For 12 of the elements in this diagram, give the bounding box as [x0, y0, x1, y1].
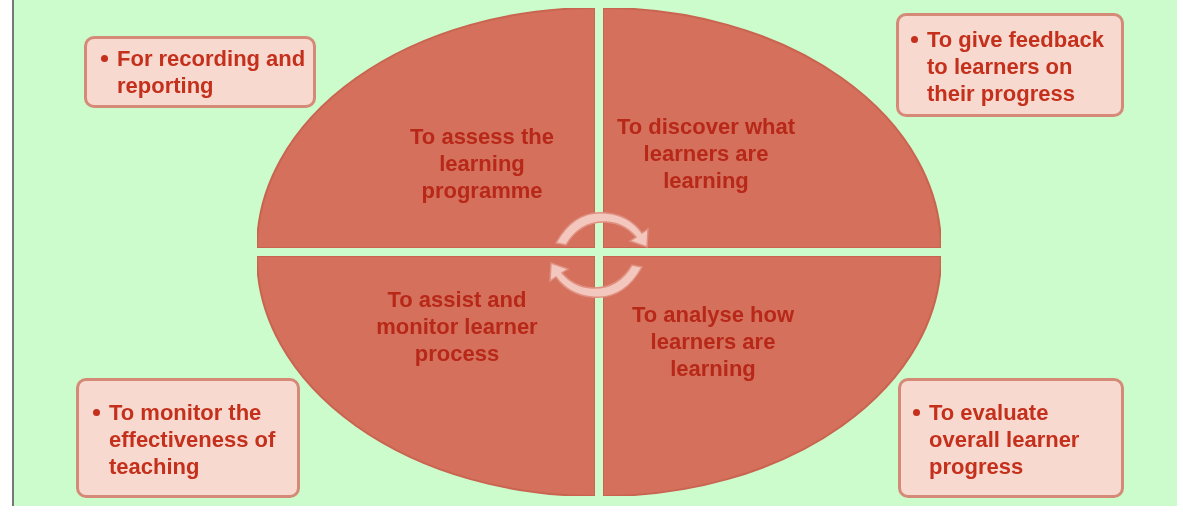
note-box [84, 36, 316, 108]
note-box [898, 378, 1124, 498]
note-box [896, 13, 1124, 117]
note-text: To monitor the effectiveness of teaching [109, 399, 277, 480]
note-box [76, 378, 300, 498]
segment-text: To discover what learners are learning [615, 113, 797, 194]
note-text: To evaluate overall learner progress [929, 399, 1081, 480]
segment-text: To assist and monitor learner process [375, 286, 539, 367]
segment-text: To analyse how learners are learning [630, 301, 796, 382]
note-text: For recording and reporting [117, 45, 307, 99]
segment-text: To assess the learning programme [409, 123, 555, 204]
note-text: To give feedback to learners on their progress [927, 26, 1105, 107]
